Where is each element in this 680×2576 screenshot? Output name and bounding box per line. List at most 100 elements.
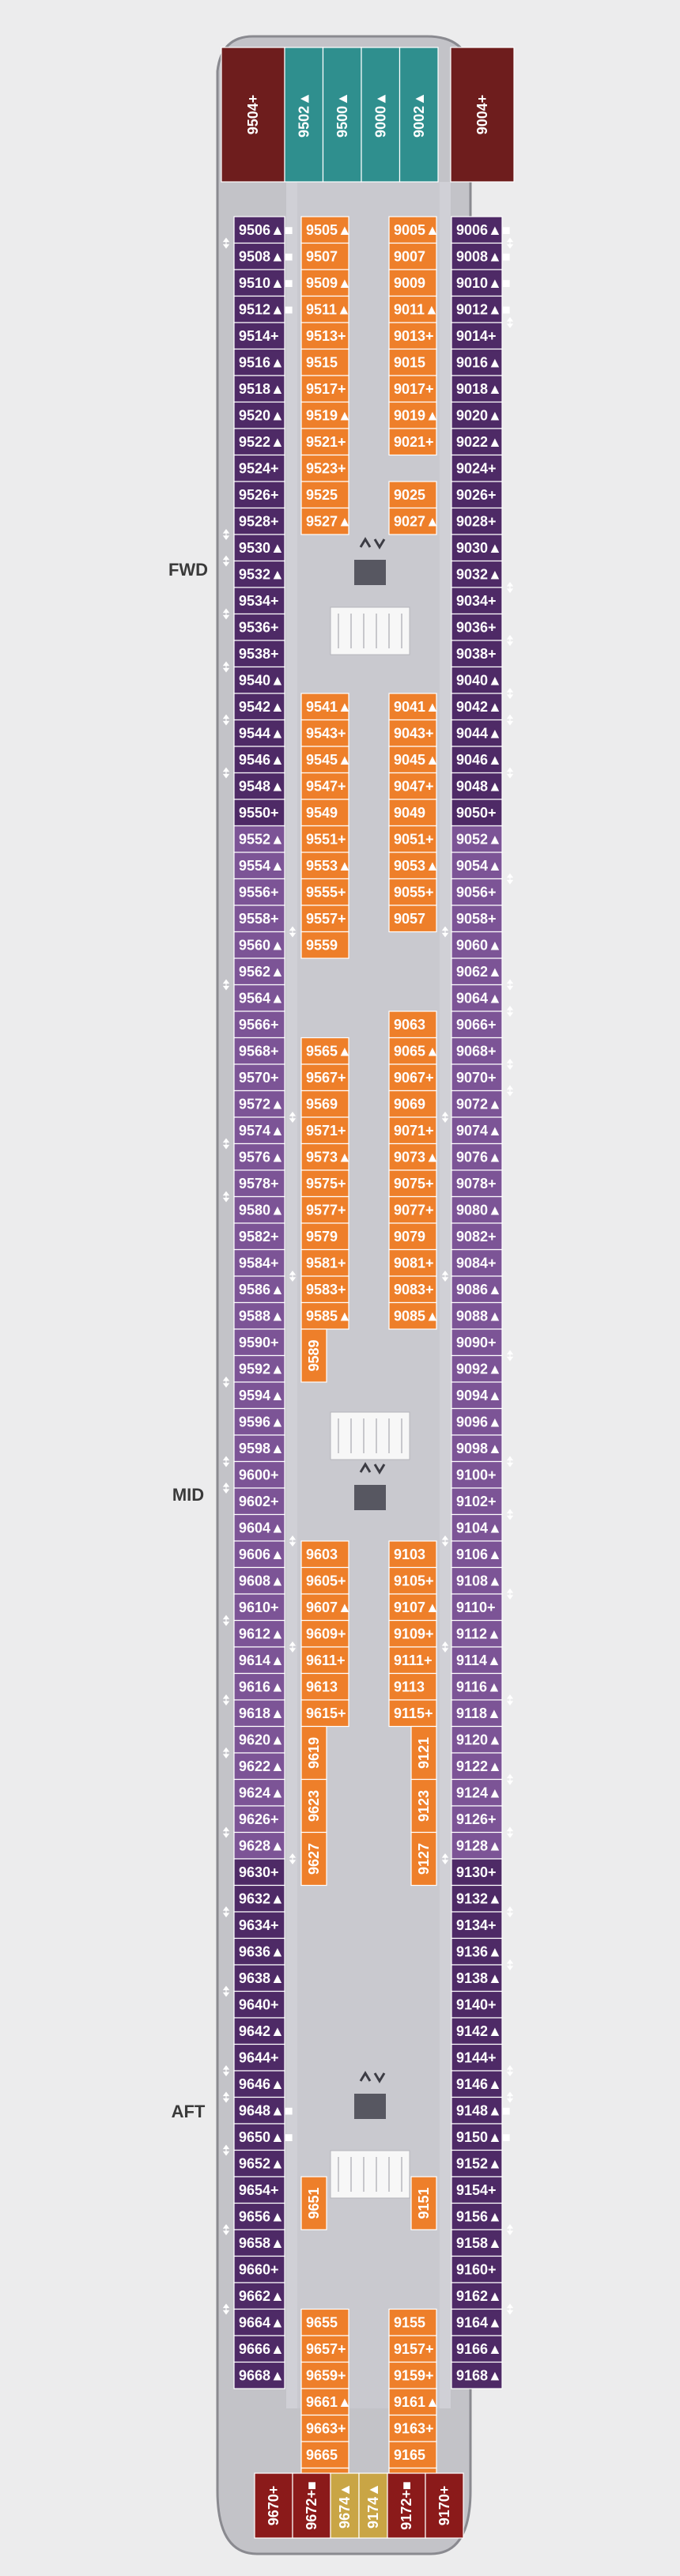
cabin-9066[interactable]: 9066+ (451, 1010, 503, 1039)
cabin-9090[interactable]: 9090+ (451, 1328, 503, 1357)
cabin-9004[interactable]: 9004+ (450, 47, 515, 183)
cabin-9168[interactable]: 9168▲ (451, 2361, 503, 2389)
cabin-9030[interactable]: 9030▲ (451, 534, 503, 562)
cabin-9540[interactable]: 9540▲ (233, 666, 285, 694)
cabin-9541[interactable]: 9541▲ (300, 693, 352, 721)
cabin-9012[interactable]: 9012▲■ (451, 295, 511, 323)
cabin-9016[interactable]: 9016▲ (451, 348, 503, 376)
cabin-9010[interactable]: 9010▲■ (451, 269, 511, 297)
cabin-9665[interactable]: 9665 (300, 2441, 349, 2469)
cabin-9648[interactable]: 9648▲■ (233, 2096, 293, 2125)
cabin-9547[interactable]: 9547+ (300, 772, 349, 800)
cabin-9605[interactable]: 9605+ (300, 1566, 349, 1595)
cabin-9063[interactable]: 9063 (388, 1010, 437, 1039)
cabin-9126[interactable]: 9126+ (451, 1805, 503, 1834)
cabin-9510[interactable]: 9510▲■ (233, 269, 293, 297)
cabin-9162[interactable]: 9162▲ (451, 2282, 503, 2310)
cabin-9555[interactable]: 9555+ (300, 878, 349, 906)
cabin-9070[interactable]: 9070+ (451, 1063, 503, 1092)
cabin-9512[interactable]: 9512▲■ (233, 295, 293, 323)
cabin-9585[interactable]: 9585▲ (300, 1301, 352, 1330)
cabin-9569[interactable]: 9569 (300, 1090, 349, 1118)
cabin-9054[interactable]: 9054▲ (451, 852, 503, 880)
cabin-9017[interactable]: 9017+ (388, 375, 437, 403)
cabin-9655[interactable]: 9655 (300, 2308, 349, 2336)
cabin-9098[interactable]: 9098▲ (451, 1434, 503, 1463)
cabin-9055[interactable]: 9055+ (388, 878, 437, 906)
cabin-9124[interactable]: 9124▲ (451, 1778, 503, 1807)
cabin-9548[interactable]: 9548▲ (233, 772, 285, 800)
cabin-9668[interactable]: 9668▲ (233, 2361, 285, 2389)
cabin-9505[interactable]: 9505▲ (300, 216, 352, 244)
cabin-9521[interactable]: 9521+ (300, 428, 349, 456)
cabin-9026[interactable]: 9026+ (451, 481, 503, 509)
cabin-9513[interactable]: 9513+ (300, 322, 349, 350)
cabin-9128[interactable]: 9128▲ (451, 1831, 503, 1860)
cabin-9566[interactable]: 9566+ (233, 1010, 285, 1039)
cabin-9570[interactable]: 9570+ (233, 1063, 285, 1092)
cabin-9519[interactable]: 9519▲ (300, 401, 352, 429)
cabin-9121[interactable]: 9121 (410, 1725, 437, 1781)
cabin-9581[interactable]: 9581+ (300, 1248, 349, 1277)
cabin-9596[interactable]: 9596▲ (233, 1407, 285, 1436)
cabin-9050[interactable]: 9050+ (451, 799, 503, 827)
cabin-9040[interactable]: 9040▲ (451, 666, 503, 694)
cabin-9660[interactable]: 9660+ (233, 2255, 285, 2283)
cabin-9047[interactable]: 9047+ (388, 772, 437, 800)
cabin-9051[interactable]: 9051+ (388, 825, 437, 853)
cabin-9043[interactable]: 9043+ (388, 719, 437, 747)
cabin-9160[interactable]: 9160+ (451, 2255, 503, 2283)
cabin-9638[interactable]: 9638▲ (233, 1964, 285, 1992)
cabin-9072[interactable]: 9072▲ (451, 1090, 503, 1118)
cabin-9670[interactable]: 9670+ (254, 2472, 293, 2539)
cabin-9565[interactable]: 9565▲ (300, 1037, 352, 1065)
cabin-9053[interactable]: 9053▲ (388, 852, 440, 880)
cabin-9014[interactable]: 9014+ (451, 322, 503, 350)
cabin-9049[interactable]: 9049 (388, 799, 437, 827)
cabin-9556[interactable]: 9556+ (233, 878, 285, 906)
cabin-9158[interactable]: 9158▲ (451, 2229, 503, 2257)
cabin-9052[interactable]: 9052▲ (451, 825, 503, 853)
cabin-9064[interactable]: 9064▲ (451, 984, 503, 1012)
cabin-9073[interactable]: 9073▲ (388, 1143, 440, 1171)
cabin-9504[interactable]: 9504+ (221, 47, 285, 183)
cabin-9045[interactable]: 9045▲ (388, 746, 440, 774)
cabin-9152[interactable]: 9152▲ (451, 2149, 503, 2178)
cabin-9580[interactable]: 9580▲ (233, 1195, 285, 1224)
cabin-9532[interactable]: 9532▲ (233, 560, 285, 588)
cabin-9058[interactable]: 9058+ (451, 905, 503, 933)
cabin-9109[interactable]: 9109+ (388, 1619, 437, 1648)
cabin-9659[interactable]: 9659+ (300, 2361, 349, 2389)
cabin-9159[interactable]: 9159+ (388, 2361, 437, 2389)
cabin-9538[interactable]: 9538+ (233, 640, 285, 668)
cabin-9148[interactable]: 9148▲■ (451, 2096, 511, 2125)
cabin-9112[interactable]: 9112▲ (451, 1619, 503, 1648)
cabin-9654[interactable]: 9654+ (233, 2176, 285, 2204)
cabin-9140[interactable]: 9140+ (451, 1990, 503, 2019)
cabin-9057[interactable]: 9057 (388, 905, 437, 933)
cabin-9522[interactable]: 9522▲ (233, 428, 285, 456)
cabin-9108[interactable]: 9108▲ (451, 1566, 503, 1595)
cabin-9543[interactable]: 9543+ (300, 719, 349, 747)
cabin-9553[interactable]: 9553▲ (300, 852, 352, 880)
cabin-9156[interactable]: 9156▲ (451, 2202, 503, 2230)
cabin-9508[interactable]: 9508▲■ (233, 242, 293, 270)
cabin-9071[interactable]: 9071+ (388, 1116, 437, 1145)
cabin-9626[interactable]: 9626+ (233, 1805, 285, 1834)
cabin-9110[interactable]: 9110+ (451, 1593, 503, 1622)
cabin-9506[interactable]: 9506▲■ (233, 216, 293, 244)
cabin-9560[interactable]: 9560▲ (233, 931, 285, 959)
cabin-9516[interactable]: 9516▲ (233, 348, 285, 376)
cabin-9044[interactable]: 9044▲ (451, 719, 503, 747)
cabin-9642[interactable]: 9642▲ (233, 2017, 285, 2045)
cabin-9608[interactable]: 9608▲ (233, 1566, 285, 1595)
cabin-9081[interactable]: 9081+ (388, 1248, 437, 1277)
cabin-9611[interactable]: 9611+ (300, 1646, 349, 1675)
cabin-9619[interactable]: 9619 (300, 1725, 327, 1781)
cabin-9151[interactable]: 9151 (410, 2176, 437, 2230)
cabin-9174[interactable]: 9174▲ (358, 2472, 388, 2539)
cabin-9041[interactable]: 9041▲ (388, 693, 440, 721)
cabin-9606[interactable]: 9606▲ (233, 1540, 285, 1569)
cabin-9092[interactable]: 9092▲ (451, 1354, 503, 1383)
cabin-9507[interactable]: 9507 (300, 242, 349, 270)
